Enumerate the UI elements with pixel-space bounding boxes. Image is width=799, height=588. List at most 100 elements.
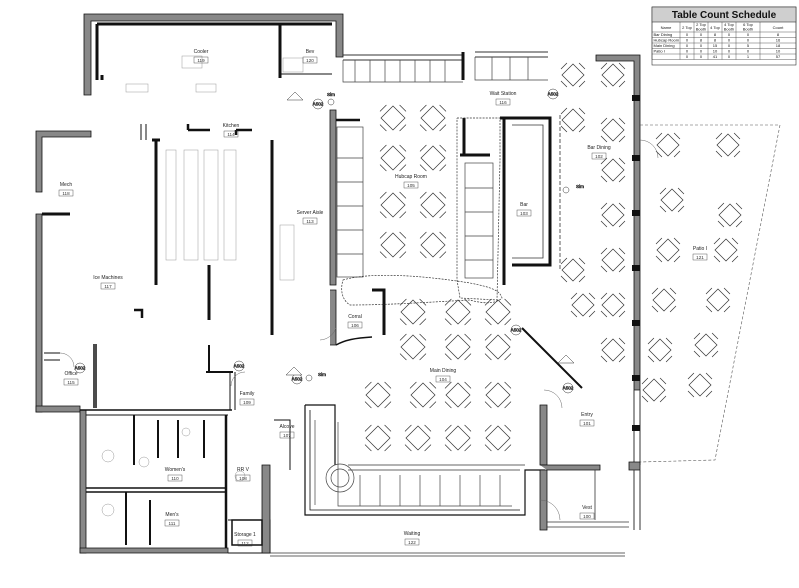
room-name: Storage 1 [234, 532, 256, 538]
table-4top [656, 238, 680, 262]
table-chairs [651, 287, 677, 313]
schedule-header: 2 Top [682, 25, 692, 30]
table-4top [485, 425, 511, 451]
dining-tables [364, 62, 743, 452]
schedule-cell: 0 [747, 32, 750, 37]
room-number: 102 [595, 154, 603, 159]
table-chairs [560, 107, 586, 133]
room-number: 118 [62, 191, 70, 196]
schedule-cell: 5 [747, 43, 750, 48]
schedule-cell: 0 [700, 32, 703, 37]
sim-label: Sim [327, 92, 335, 97]
elevation-marker: Sim [562, 184, 584, 194]
elevation-label: A502 [292, 377, 303, 382]
elevation-marker: A502 [312, 98, 324, 110]
schedule-cell: 0 [728, 32, 731, 37]
room-number: 112 [241, 541, 249, 546]
schedule-header: 4 Top [724, 22, 734, 27]
table-chairs [364, 381, 392, 409]
sim-label: Sim [576, 184, 584, 189]
table-4top [380, 105, 406, 131]
room-number: 122 [408, 540, 416, 545]
room-name: Entry [581, 412, 593, 418]
schedule-cell: Bar Dining [654, 32, 673, 37]
elevation-label: A502 [563, 386, 574, 391]
room-name: Mech [60, 182, 72, 188]
room-number: 120 [306, 58, 314, 63]
table-4top [445, 425, 471, 451]
table-4top [601, 338, 625, 362]
room-name: Women's [165, 467, 186, 473]
table-chairs [687, 372, 713, 398]
room-number: 103 [520, 211, 528, 216]
schedule-cell: 0 [728, 54, 731, 59]
schedule-cell: 16 [776, 38, 781, 43]
revision-clouds [341, 117, 503, 306]
table-4top [656, 133, 680, 157]
schedule-cell: 8 [714, 38, 717, 43]
room-name: Ice Machines [93, 275, 123, 281]
table-chairs [399, 333, 427, 361]
table-chairs [484, 298, 512, 326]
table-4top [410, 382, 436, 408]
room-number: 113 [306, 219, 314, 224]
room-name: Main Dining [430, 368, 457, 374]
table-chairs [379, 104, 407, 132]
schedule-cell: 0 [686, 38, 689, 43]
table-chairs [379, 231, 407, 259]
table-4top [561, 63, 585, 87]
table-4top [694, 333, 718, 357]
table-chairs [409, 381, 437, 409]
elevation-label: A502 [75, 366, 86, 371]
schedule-cell: 8 [700, 38, 703, 43]
table-4top [601, 63, 625, 87]
elevation-marker: A502 [510, 324, 522, 336]
elevation-label: A502 [548, 92, 559, 97]
table-4top [365, 425, 391, 451]
table-chairs [399, 298, 427, 326]
table-chairs [379, 144, 407, 172]
room-tag: Mech 118 [58, 182, 74, 197]
table-chairs [600, 337, 626, 363]
walls [35, 13, 781, 557]
schedule-header: Booth [724, 27, 734, 32]
schedule-cell: 0 [728, 43, 731, 48]
schedule-cell: 0 [700, 54, 703, 59]
room-name: Server Aisle [297, 210, 324, 216]
room-number: 104 [439, 377, 447, 382]
table-chairs [600, 117, 626, 143]
elevation-label: A502 [234, 364, 245, 369]
table-4top [420, 232, 446, 258]
table-4top [561, 258, 585, 282]
room-name: Family [240, 391, 255, 397]
table-4top [445, 299, 471, 325]
table-chairs [600, 62, 626, 88]
room-name: Wait Station [490, 91, 517, 97]
schedule-cell: 57 [776, 54, 781, 59]
table-chairs [560, 62, 586, 88]
schedule-cell: 8 [714, 32, 717, 37]
table-chairs [419, 191, 447, 219]
schedule-cell: 0 [686, 43, 689, 48]
elevation-marker: Sim [305, 372, 326, 382]
schedule-cell: Patio I [654, 49, 665, 54]
table-4top [420, 105, 446, 131]
schedule-cell: 10 [713, 49, 718, 54]
schedule-cell: 0 [686, 54, 689, 59]
room-number: 108 [239, 476, 247, 481]
table-4top [652, 288, 676, 312]
table-4top [718, 203, 742, 227]
room-number: 111 [169, 521, 176, 526]
room-number: 105 [407, 183, 415, 188]
